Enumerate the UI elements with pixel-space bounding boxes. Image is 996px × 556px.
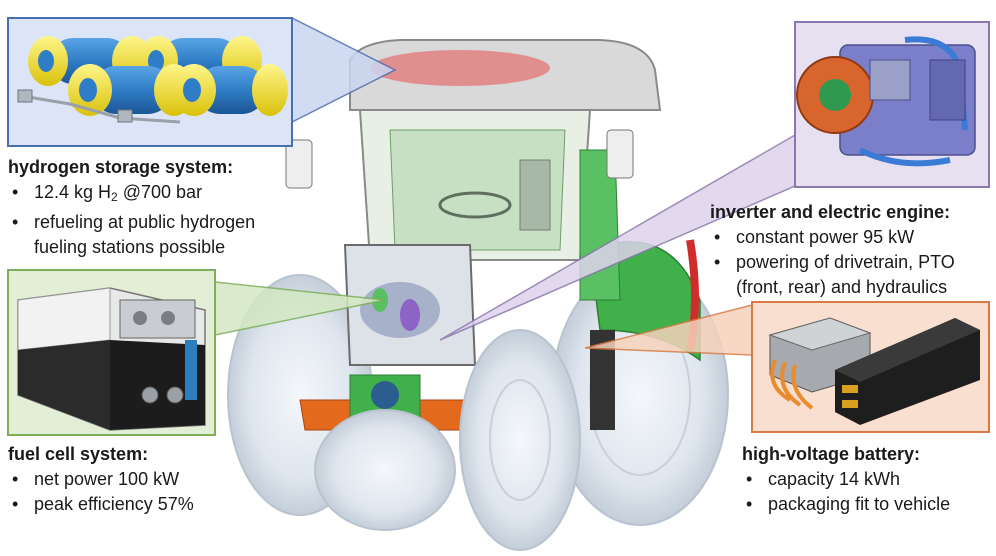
battery-caption: high-voltage battery: capacity 14 kWh pa… — [742, 442, 994, 517]
hydrogen-caption-item-capacity: 12.4 kg H2 @700 bar — [8, 180, 308, 210]
inverter-caption-list: constant power 95 kW powering of drivetr… — [710, 225, 994, 300]
electric-motor-icon — [796, 36, 976, 167]
tractor-cutaway-icon — [227, 39, 729, 551]
battery-image-box — [751, 301, 990, 433]
battery-caption-title: high-voltage battery: — [742, 444, 921, 464]
fuel-cell-caption-item-power: net power 100 kW — [8, 467, 308, 492]
hydrogen-caption-title: hydrogen storage system: — [8, 157, 234, 177]
fuel-cell-caption-item-efficiency: peak efficiency 57% — [8, 492, 308, 517]
battery-caption-item-packaging: packaging fit to vehicle — [742, 492, 994, 517]
hydrogen-image-box — [7, 17, 293, 147]
battery-pack-icon — [768, 317, 980, 425]
hydrogen-caption-list: 12.4 kg H2 @700 bar refueling at public … — [8, 180, 308, 260]
inverter-caption-title: inverter and electric engine: — [710, 202, 951, 222]
inverter-image-box — [794, 21, 990, 188]
fuel-cell-image-box — [7, 269, 216, 436]
battery-caption-item-capacity: capacity 14 kWh — [742, 467, 994, 492]
fuel-cell-caption-list: net power 100 kW peak efficiency 57% — [8, 467, 308, 517]
inverter-caption-item-power: constant power 95 kW — [710, 225, 994, 250]
inverter-caption: inverter and electric engine: constant p… — [710, 200, 994, 300]
hydrogen-caption-item-refueling: refueling at public hydrogen fueling sta… — [8, 210, 308, 260]
fuel-cell-caption-title: fuel cell system: — [8, 444, 149, 464]
fuel-cell-module-icon — [17, 287, 206, 431]
fuel-cell-caption: fuel cell system: net power 100 kW peak … — [8, 442, 308, 517]
inverter-caption-item-powering: powering of drivetrain, PTO (front, rear… — [710, 250, 994, 300]
battery-caption-list: capacity 14 kWh packaging fit to vehicle — [742, 467, 994, 517]
hydrogen-caption: hydrogen storage system: 12.4 kg H2 @700… — [8, 155, 308, 260]
hydrogen-tanks-icon — [17, 36, 288, 124]
